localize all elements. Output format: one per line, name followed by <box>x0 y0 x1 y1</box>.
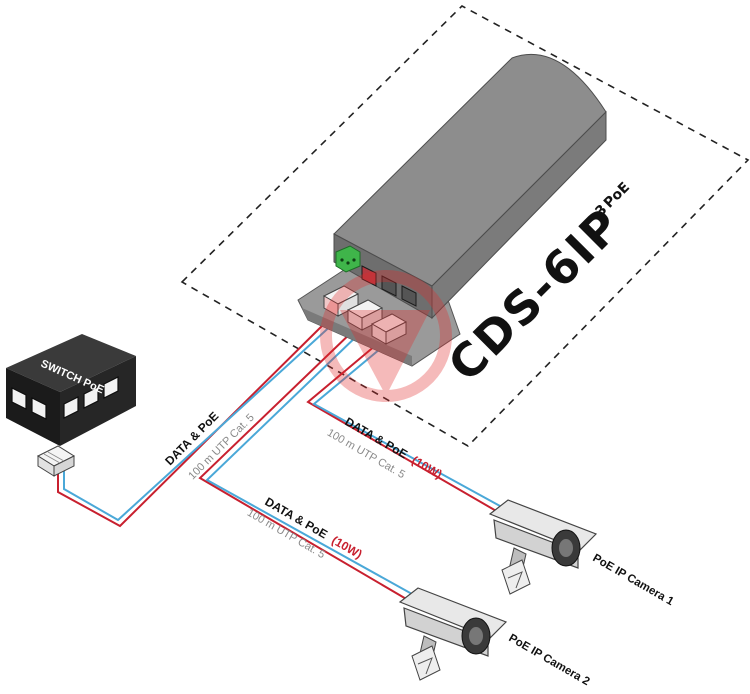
switch-rj45-plug <box>36 445 76 477</box>
cable-camera-1 <box>306 339 501 513</box>
ip-camera-2 <box>398 587 508 681</box>
product-poe-suffix: PoE <box>601 179 633 211</box>
device-uplink-ports <box>361 265 417 307</box>
cable-2-power: (10W) <box>409 453 444 481</box>
watermark-logo <box>320 270 452 402</box>
device-rj45-plugs <box>322 285 408 345</box>
power-terminal <box>335 245 361 273</box>
cable-switch <box>57 317 336 528</box>
camera-2-label: PoE IP Camera 2 <box>507 632 592 688</box>
poe-switch: SWITCH PoE <box>6 334 136 477</box>
cable-camera-2 <box>198 327 413 601</box>
camera-1-label: PoE IP Camera 1 <box>591 552 677 608</box>
ip-camera-1 <box>488 499 598 595</box>
switch-ports <box>11 376 119 420</box>
product-boundary <box>180 5 750 448</box>
cds-6ip-device <box>297 54 607 402</box>
